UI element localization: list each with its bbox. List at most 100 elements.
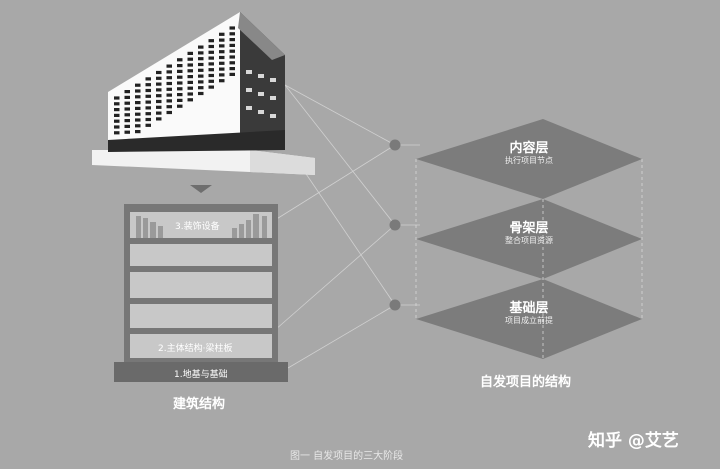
window-pane: [208, 79, 214, 83]
window-pane: [229, 61, 235, 65]
window-pane: [208, 50, 214, 54]
window-pane: [208, 85, 214, 89]
window-pane: [124, 124, 130, 128]
window-pane: [187, 63, 193, 67]
window-pane: [198, 51, 204, 55]
layer-title-content: 内容层: [509, 141, 549, 156]
window-pane: [229, 43, 235, 47]
window-pane: [114, 113, 120, 117]
window-pane: [166, 81, 172, 86]
layer-subtitle-skeleton: 整合项目资源: [505, 236, 553, 245]
connector-dot-base: [389, 299, 401, 311]
window-pane: [177, 87, 183, 91]
project-caption: 自发项目的结构: [480, 375, 572, 390]
window-pane: [208, 44, 214, 49]
window-pane: [135, 106, 141, 110]
window-pane: [156, 70, 162, 75]
window-pane: [135, 130, 141, 134]
building-illustration: [92, 12, 315, 175]
window-pane: [177, 98, 183, 102]
window-pane: [177, 75, 183, 79]
layer-title-base: 基础层: [509, 301, 549, 316]
window-pane: [229, 38, 235, 42]
window-pane: [124, 107, 130, 111]
window-pane: [229, 49, 235, 53]
window-pane: [156, 105, 162, 109]
down-arrow-icon: [190, 185, 212, 193]
window-pane: [124, 95, 130, 99]
window-pane: [198, 57, 204, 61]
window-pane: [114, 108, 120, 112]
window-pane: [145, 123, 151, 127]
window-pane: [229, 55, 235, 59]
window-pane: [198, 86, 204, 90]
window-pane: [114, 96, 120, 100]
window-pane: [135, 112, 141, 116]
window-pane: [124, 119, 130, 123]
floor-label-structure: 2.主体结构·梁柱板: [158, 344, 233, 354]
window-pane: [145, 106, 151, 110]
window-pane: [156, 94, 162, 98]
window-pane: [219, 32, 225, 36]
window-pane: [166, 76, 172, 80]
window-pane: [124, 101, 130, 105]
layer-subtitle-base: 项目成立前提: [505, 316, 553, 325]
window-pane: [229, 26, 235, 30]
window-pane: [124, 90, 130, 94]
window-pane: [208, 56, 214, 60]
window-pane: [208, 73, 214, 78]
window-pane: [156, 111, 162, 115]
watermark: 知乎 @艾艺: [588, 431, 679, 451]
window-pane: [219, 61, 225, 65]
window-pane: [208, 68, 214, 72]
window-pane: [124, 113, 130, 117]
window-pane: [135, 124, 141, 128]
window-pane: [187, 51, 193, 55]
window-pane: [219, 73, 225, 77]
window-pane: [208, 62, 214, 66]
window-pane: [177, 104, 183, 108]
window-pane: [198, 91, 204, 96]
window-pane: [114, 102, 120, 106]
window-pane: [187, 57, 193, 61]
window-pane: [114, 119, 120, 123]
window-pane: [156, 88, 162, 92]
window-pane: [187, 75, 193, 79]
connector-dot-skeleton: [389, 219, 401, 231]
window-pane: [219, 79, 225, 83]
window-pane: [166, 93, 172, 97]
window-pane: [177, 58, 183, 62]
window-pane: [187, 92, 193, 96]
window-pane: [156, 76, 162, 80]
window-pane: [198, 45, 204, 49]
window-pane: [219, 55, 225, 60]
window-pane: [177, 93, 183, 97]
window-pane: [219, 50, 225, 54]
floor-label-decoration: 3.装饰设备: [175, 222, 220, 232]
layer-title-skeleton: 骨架层: [509, 221, 549, 236]
window-pane: [198, 74, 204, 78]
building-section: [114, 204, 288, 382]
window-pane: [135, 95, 141, 99]
window-pane: [145, 112, 151, 116]
window-pane: [177, 81, 183, 85]
window-pane: [166, 99, 172, 103]
window-pane: [187, 80, 193, 84]
window-pane: [114, 125, 120, 129]
window-pane: [198, 80, 204, 84]
window-pane: [166, 87, 172, 91]
window-pane: [145, 94, 151, 98]
floor-label-base: 1.地基与基础: [174, 370, 228, 380]
window-pane: [219, 38, 225, 42]
window-pane: [124, 130, 130, 134]
window-pane: [156, 82, 162, 86]
window-pane: [145, 88, 151, 93]
window-pane: [114, 131, 120, 135]
window-pane: [198, 68, 204, 72]
window-pane: [177, 64, 183, 68]
window-pane: [219, 67, 225, 71]
project-layers: [415, 119, 643, 359]
window-pane: [219, 44, 225, 48]
window-pane: [177, 69, 183, 73]
